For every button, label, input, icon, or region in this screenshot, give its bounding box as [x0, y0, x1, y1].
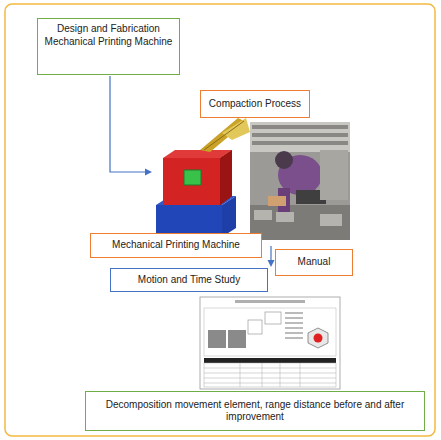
outer-frame [5, 4, 435, 436]
label-box: Compaction Process [200, 90, 310, 118]
box-text: Motion and Time Study [138, 274, 240, 287]
machine-model [156, 118, 250, 239]
arrow-head [268, 260, 275, 267]
arrow-head [145, 169, 152, 176]
table-figure [200, 297, 340, 389]
box-text: Design and Fabrication Mechanical Printi… [44, 23, 173, 48]
process-box: Design and Fabrication Mechanical Printi… [37, 18, 180, 75]
label-box: Mechanical Printing Machine [90, 233, 262, 258]
manual-photo [250, 122, 350, 240]
flow-arrow [110, 76, 146, 172]
box-text: Decomposition movement element, range di… [92, 399, 418, 424]
box-text: Compaction Process [209, 98, 301, 111]
flow-arrow [270, 246, 271, 261]
box-text: Mechanical Printing Machine [112, 239, 240, 252]
result-box: Decomposition movement element, range di… [85, 391, 425, 431]
box-text: Manual [298, 256, 331, 269]
process-box: Motion and Time Study [110, 268, 268, 292]
label-box: Manual [275, 249, 353, 276]
